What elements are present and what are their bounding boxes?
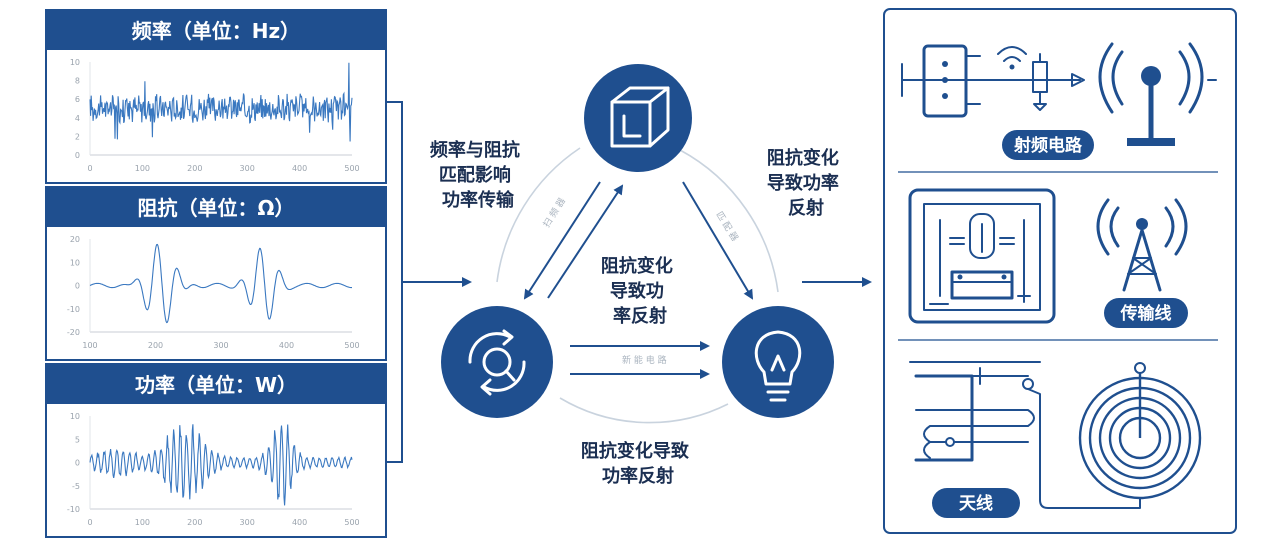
badge-antenna: 天线 bbox=[932, 488, 1020, 518]
x-tick-label: 400 bbox=[292, 164, 307, 173]
components-panel: 射频电路 bbox=[883, 8, 1237, 534]
arrow-top-to-left bbox=[523, 181, 601, 300]
svg-text:传输线: 传输线 bbox=[1120, 303, 1172, 324]
y-tick-label: 4 bbox=[75, 114, 80, 123]
x-tick-label: 300 bbox=[240, 518, 255, 527]
arc-right bbox=[679, 149, 779, 293]
y-tick-label: -10 bbox=[67, 505, 80, 514]
y-tick-label: 0 bbox=[75, 459, 80, 468]
x-tick-label: 0 bbox=[87, 164, 92, 173]
y-tick-label: 10 bbox=[70, 412, 80, 421]
y-tick-label: -5 bbox=[72, 482, 80, 491]
circuit-board-icon bbox=[908, 188, 1056, 324]
cycle-icon bbox=[468, 329, 526, 396]
arc-left bbox=[496, 147, 581, 283]
x-tick-label: 500 bbox=[344, 341, 359, 350]
antenna-mast-icon bbox=[1098, 42, 1204, 146]
panel-title: 频率（单位：Hz） bbox=[132, 19, 300, 43]
waveform-trace bbox=[89, 424, 353, 506]
panel-header bbox=[46, 187, 386, 227]
y-tick-label: 10 bbox=[70, 58, 80, 67]
y-tick-label: 6 bbox=[75, 95, 80, 104]
svg-text:天线: 天线 bbox=[959, 493, 993, 514]
waveform-trace bbox=[89, 62, 353, 142]
y-tick-label: -20 bbox=[67, 328, 80, 337]
panel-header bbox=[46, 364, 386, 404]
x-tick-label: 500 bbox=[344, 164, 359, 173]
center-cycle: 扫 频 器 匹 配 器 新 能 电 路 bbox=[430, 64, 845, 487]
svg-text:射频电路: 射频电路 bbox=[1013, 135, 1083, 156]
y-tick-label: 0 bbox=[75, 151, 80, 160]
x-tick-label: 300 bbox=[213, 341, 228, 350]
rf-circuit-icon bbox=[901, 44, 1217, 118]
panel-title: 功率（单位：W） bbox=[135, 373, 297, 397]
x-tick-label: 400 bbox=[292, 518, 307, 527]
faint-text-middle: 新 能 电 路 bbox=[622, 354, 667, 366]
y-tick-label: 20 bbox=[70, 235, 80, 244]
transmission-tower-icon bbox=[1096, 198, 1188, 292]
x-tick-label: 100 bbox=[82, 341, 97, 350]
y-tick-label: 8 bbox=[75, 77, 80, 86]
x-tick-label: 400 bbox=[279, 341, 294, 350]
arrow-top-to-right bbox=[682, 181, 754, 300]
arc-bottom bbox=[559, 397, 729, 424]
x-tick-label: 200 bbox=[148, 341, 163, 350]
bottom-label: 阻抗变化导致 功率反射 bbox=[581, 440, 695, 487]
panel-header bbox=[46, 10, 386, 50]
x-tick-label: 200 bbox=[187, 164, 202, 173]
panel-title: 阻抗（单位：Ω） bbox=[137, 196, 294, 220]
badge-transmission-line: 传输线 bbox=[1104, 298, 1188, 328]
badge-rf-circuit: 射频电路 bbox=[1002, 130, 1094, 160]
x-tick-label: 500 bbox=[344, 518, 359, 527]
y-tick-label: 5 bbox=[75, 435, 80, 444]
waveform-trace bbox=[89, 243, 352, 324]
panel-bracket bbox=[386, 101, 403, 463]
arrow-left-to-top bbox=[547, 184, 624, 299]
faint-text-left: 扫 频 器 bbox=[540, 195, 568, 229]
y-tick-label: 0 bbox=[75, 282, 80, 291]
x-tick-label: 0 bbox=[87, 518, 92, 527]
inner-label: 阻抗变化 导致功 率反射 bbox=[601, 255, 679, 327]
cycle-node bbox=[441, 306, 553, 418]
panel-3: 功率（单位：W） 10 5 0 -5 -10 0 100 200 300 400 500 bbox=[45, 363, 387, 538]
left-label: 频率与阻抗 匹配影响 功率传输 bbox=[430, 139, 526, 211]
lightbulb-node bbox=[722, 306, 834, 418]
y-tick-label: -10 bbox=[67, 305, 80, 314]
right-label: 阻抗变化 导致功率 反射 bbox=[767, 147, 845, 219]
x-tick-label: 100 bbox=[135, 164, 150, 173]
x-tick-label: 100 bbox=[135, 518, 150, 527]
spiral-coil bbox=[1071, 362, 1202, 509]
coil-antenna-icon bbox=[909, 361, 1202, 509]
component-node bbox=[584, 64, 692, 172]
lightbulb-icon bbox=[754, 330, 802, 402]
cube-icon bbox=[610, 86, 670, 148]
y-tick-label: 2 bbox=[75, 132, 80, 141]
y-tick-label: 10 bbox=[70, 258, 80, 267]
x-tick-label: 300 bbox=[240, 164, 255, 173]
x-tick-label: 200 bbox=[187, 518, 202, 527]
